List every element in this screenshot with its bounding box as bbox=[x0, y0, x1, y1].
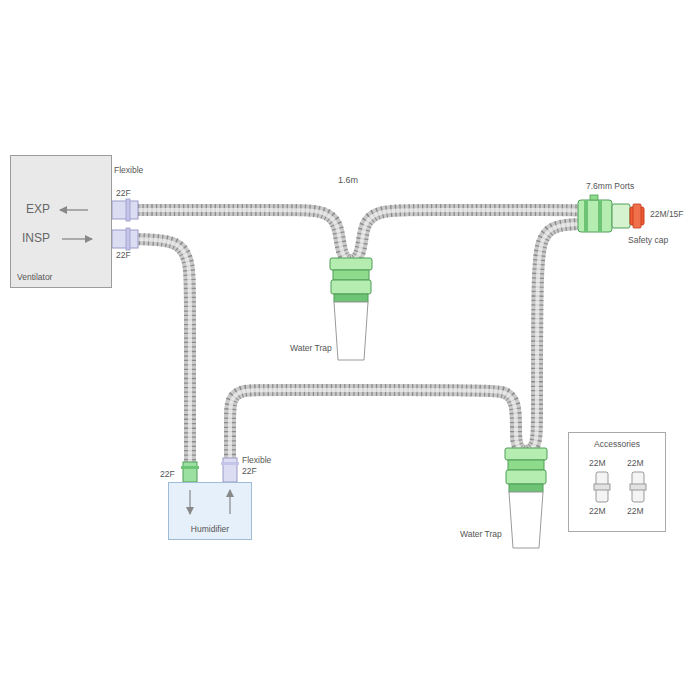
port-name: INSP bbox=[22, 232, 50, 245]
humidifier-box: Humidifier bbox=[168, 482, 252, 540]
part-label: Water Trap bbox=[290, 344, 332, 353]
flow-arrow bbox=[229, 490, 230, 514]
tube-body bbox=[112, 210, 600, 482]
port-name: EXP bbox=[26, 203, 50, 216]
water-trap bbox=[505, 448, 547, 548]
part-label: 22F bbox=[160, 470, 175, 479]
safety-cap bbox=[630, 204, 644, 228]
part-label: Flexible bbox=[242, 456, 271, 465]
accessory-connector bbox=[594, 472, 610, 502]
tube-highlight bbox=[112, 210, 600, 482]
water-trap bbox=[330, 258, 372, 360]
box-label: Humidifier bbox=[169, 524, 251, 534]
ventilator-port bbox=[112, 199, 138, 221]
part-label: 22F bbox=[116, 189, 131, 198]
part-label: 1.6m bbox=[338, 176, 358, 186]
part-label: 22M/15F bbox=[650, 210, 684, 219]
part-label: Flexible bbox=[114, 166, 143, 175]
box-label: Ventilator bbox=[17, 272, 52, 282]
box-ground bbox=[10, 155, 112, 288]
box-ground bbox=[568, 432, 666, 532]
part-label: Water Trap bbox=[460, 530, 502, 539]
humidifier-port bbox=[181, 462, 199, 482]
part-label: 22F bbox=[116, 251, 131, 260]
ventilator-box: Ventilator bbox=[10, 155, 112, 288]
tube-ribs bbox=[112, 239, 190, 482]
humidifier-port bbox=[221, 458, 239, 482]
accessories-box: Accessories bbox=[568, 432, 666, 532]
part-label: 7.6mm Ports bbox=[586, 182, 634, 191]
part-label: 22F bbox=[242, 467, 257, 476]
breathing-tube bbox=[112, 210, 600, 482]
accessory-connector bbox=[630, 472, 646, 502]
part-label: 22M bbox=[627, 507, 644, 516]
wye-piece bbox=[578, 195, 630, 232]
tube-body bbox=[112, 239, 190, 482]
part-label: 22M bbox=[589, 459, 606, 468]
part-label: 22M bbox=[627, 459, 644, 468]
tube-ribs bbox=[112, 210, 600, 482]
part-label: 22M bbox=[589, 507, 606, 516]
flow-arrow bbox=[189, 490, 190, 514]
insp-arrow bbox=[62, 238, 92, 239]
breathing-tube bbox=[112, 239, 190, 482]
box-label: Accessories bbox=[569, 439, 665, 449]
exp-arrow bbox=[60, 209, 88, 210]
tube-highlight bbox=[112, 239, 190, 482]
box-ground bbox=[168, 482, 252, 540]
ventilator-port bbox=[112, 228, 138, 250]
part-label: Safety cap bbox=[628, 236, 668, 245]
